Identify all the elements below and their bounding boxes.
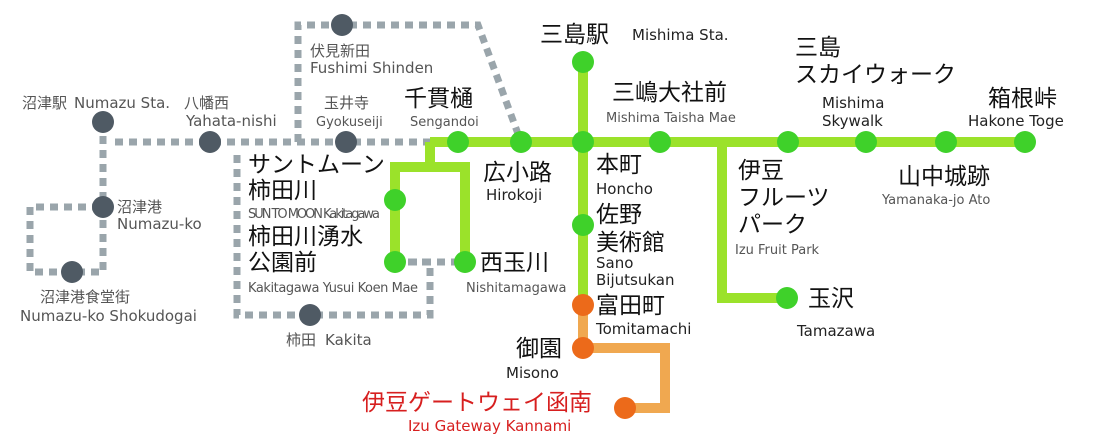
label-tomitamachi-en: Tomitamachi	[595, 320, 691, 338]
station-kakita[interactable]	[299, 304, 321, 326]
label-numazu-sta-ja: 沼津駅	[22, 94, 67, 112]
label-yamanaka-ja: 山中城跡	[898, 164, 990, 190]
station-hirokoji[interactable]	[510, 131, 532, 153]
label-fruit-park-ja2: フルーツ	[738, 185, 830, 211]
label-sano-en2: Bijutsukan	[596, 271, 674, 289]
label-tamazawa-ja: 玉沢	[808, 286, 854, 312]
label-tomitamachi-ja: 富田町	[596, 293, 665, 319]
label-fruit-park-en: Izu Fruit Park	[735, 243, 820, 258]
label-sano-en1: Sano	[596, 254, 633, 272]
label-yamanaka-en: Yamanaka-jo Ato	[881, 193, 990, 208]
station-sengandoi[interactable]	[447, 131, 469, 153]
station-tomitamachi[interactable]	[572, 294, 594, 316]
gray-dashed-lines	[26, 21, 525, 319]
label-sun-to-moon-en: SUN TO MOON Kakitagawa	[248, 207, 380, 222]
label-kakitagawa-yusui-ja2: 公園前	[248, 250, 317, 276]
label-kakitagawa-yusui-ja1: 柿田川湧水	[248, 224, 363, 250]
label-sun-to-moon-ja2: 柿田川	[248, 178, 317, 204]
label-yahata-en: Yahata-nishi	[185, 112, 277, 130]
gray-stations	[61, 14, 357, 326]
label-misono-en: Misono	[506, 364, 559, 382]
label-hakone-ja: 箱根峠	[988, 86, 1057, 112]
label-misono-ja: 御園	[516, 336, 562, 362]
label-hirokoji-ja: 広小路	[483, 160, 552, 186]
label-kakita-en: Kakita	[325, 331, 372, 349]
green-stations	[384, 51, 1036, 309]
label-yahata-ja: 八幡西	[184, 94, 229, 112]
station-misono[interactable]	[572, 337, 594, 359]
station-gyokuseiji[interactable]	[335, 131, 357, 153]
label-kakita-ja: 柿田	[286, 331, 316, 349]
label-fruit-park-ja1: 伊豆	[738, 158, 784, 184]
label-gyokuseiji-ja: 玉井寺	[324, 94, 369, 112]
station-yahata[interactable]	[199, 131, 221, 153]
label-izu-gateway-ja: 伊豆ゲートウェイ函南	[362, 390, 592, 416]
label-hakone-en: Hakone Toge	[968, 112, 1064, 130]
label-skywalk-en2: Skywalk	[822, 112, 883, 130]
station-fushimi[interactable]	[331, 14, 353, 36]
orange-line	[578, 305, 670, 413]
label-skywalk-en1: Mishima	[822, 94, 884, 112]
station-honcho[interactable]	[572, 131, 594, 153]
label-honcho-en: Honcho	[596, 180, 653, 198]
label-tamazawa-en: Tamazawa	[796, 322, 875, 340]
station-sun-to-moon[interactable]	[384, 189, 406, 211]
label-mishima-taisha-ja: 三嶋大社前	[612, 80, 727, 106]
label-sun-to-moon-ja1: サントムーン	[248, 152, 385, 178]
orange-stations	[572, 294, 636, 419]
label-numazu-ko-en: Numazu-ko	[117, 215, 202, 233]
label-nishitamagawa-ja: 西玉川	[480, 250, 549, 276]
label-nishitamagawa-en: Nishitamagawa	[466, 281, 566, 296]
station-hakone[interactable]	[1014, 131, 1036, 153]
station-hakone-1[interactable]	[935, 131, 957, 153]
label-kakitagawa-yusui-en: Kakitagawa Yusui Koen Mae	[248, 281, 418, 296]
station-shokudogai[interactable]	[61, 261, 83, 283]
label-mishima-sta-en: Mishima Sta.	[632, 26, 729, 44]
station-numazu-ko[interactable]	[92, 196, 114, 218]
label-shokudogai-en: Numazu-ko Shokudogai	[20, 307, 197, 325]
label-gyokuseiji-en: Gyokuseiji	[316, 115, 383, 130]
labels: 三島駅 Mishima Sta. 三嶋大社前 Mishima Taisha Ma…	[20, 22, 1064, 435]
station-izu-gateway[interactable]	[614, 397, 636, 419]
station-tamazawa[interactable]	[776, 287, 798, 309]
label-mishima-sta-ja: 三島駅	[540, 22, 609, 48]
label-sengandoi-ja: 千貫樋	[404, 86, 473, 112]
label-numazu-ko-ja: 沼津港	[117, 198, 162, 216]
label-sengandoi-en: Sengandoi	[410, 115, 479, 130]
station-skywalk[interactable]	[777, 131, 799, 153]
label-shokudogai-ja: 沼津港食堂街	[40, 288, 130, 306]
station-mishima-taisha[interactable]	[649, 131, 671, 153]
label-mishima-taisha-en: Mishima Taisha Mae	[606, 111, 736, 126]
label-sano-ja1: 佐野	[596, 202, 642, 228]
label-skywalk-ja1: 三島	[795, 35, 841, 61]
label-fushimi-ja: 伏見新田	[310, 42, 370, 60]
station-sano[interactable]	[572, 214, 594, 236]
station-mishima-sta[interactable]	[572, 51, 594, 73]
label-numazu-sta-en: Numazu Sta.	[74, 94, 170, 112]
label-fushimi-en: Fushimi Shinden	[310, 59, 433, 77]
station-nishitamagawa[interactable]	[454, 251, 476, 273]
label-hirokoji-en: Hirokoji	[486, 186, 542, 204]
label-fruit-park-ja3: パーク	[738, 212, 807, 238]
label-sano-ja2: 美術館	[596, 230, 665, 256]
station-kakitagawa-yusui[interactable]	[384, 251, 406, 273]
station-yamanaka[interactable]	[855, 131, 877, 153]
label-izu-gateway-en: Izu Gateway Kannami	[408, 417, 571, 435]
label-honcho-ja: 本町	[596, 152, 642, 178]
label-skywalk-ja2: スカイウォーク	[795, 62, 956, 88]
station-numazu-sta[interactable]	[92, 111, 114, 133]
